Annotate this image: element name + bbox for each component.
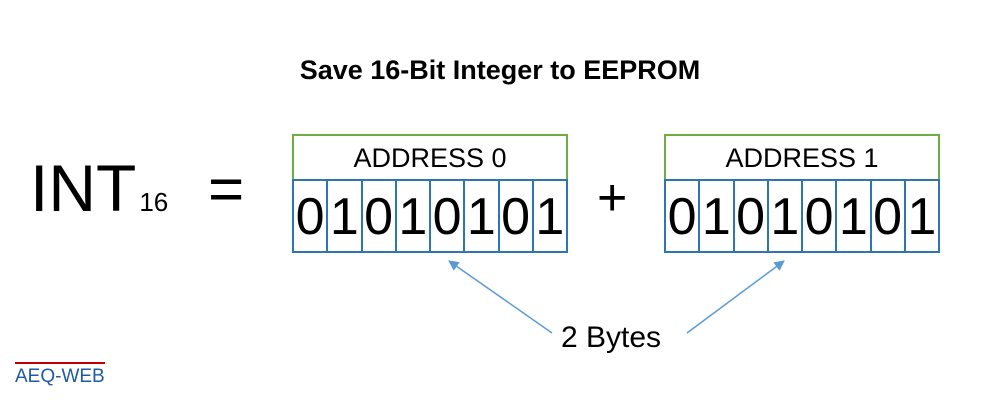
bit-cell: 1 bbox=[397, 181, 431, 251]
byte-1-bits: 0 1 0 1 0 1 0 1 bbox=[664, 179, 940, 253]
bit-cell: 1 bbox=[769, 181, 803, 251]
bit-cell: 1 bbox=[465, 181, 500, 251]
int-label-main: INT bbox=[30, 151, 137, 225]
bit-cell: 1 bbox=[907, 188, 937, 246]
address-0-header: ADDRESS 0 bbox=[292, 134, 568, 179]
address-1-header: ADDRESS 1 bbox=[664, 134, 940, 179]
bit-cell: 0 bbox=[431, 181, 466, 251]
arrow-to-address-1 bbox=[686, 260, 785, 334]
bit-cell: 1 bbox=[535, 188, 565, 246]
byte-0-bits: 0 1 0 1 0 1 0 1 bbox=[292, 179, 568, 253]
bit-cell: 0 bbox=[666, 181, 701, 251]
int16-label: INT 16 bbox=[30, 148, 168, 228]
bit-cell: 1 bbox=[700, 181, 735, 251]
bit-cell: 0 bbox=[735, 181, 769, 251]
aeq-web-logo: AEQ-WEB bbox=[15, 362, 105, 388]
bit-cell: 0 bbox=[803, 181, 838, 251]
arrow-to-address-0 bbox=[448, 260, 553, 334]
bit-cell: 1 bbox=[837, 181, 872, 251]
diagram-title: Save 16-Bit Integer to EEPROM bbox=[299, 55, 701, 85]
bit-cell: 0 bbox=[294, 181, 329, 251]
int-label-subscript: 16 bbox=[139, 187, 169, 217]
bit-cell: 0 bbox=[872, 181, 906, 251]
plus-sign: + bbox=[597, 169, 628, 227]
byte-block-address-1: ADDRESS 1 0 1 0 1 0 1 0 1 bbox=[664, 134, 940, 253]
bytes-label: 2 Bytes bbox=[561, 321, 662, 354]
bit-cell: 1 bbox=[328, 181, 363, 251]
bit-cell: 0 bbox=[500, 181, 534, 251]
byte-block-address-0: ADDRESS 0 0 1 0 1 0 1 0 1 bbox=[292, 134, 568, 253]
equals-sign: = bbox=[208, 155, 245, 224]
bit-cell: 0 bbox=[363, 181, 397, 251]
